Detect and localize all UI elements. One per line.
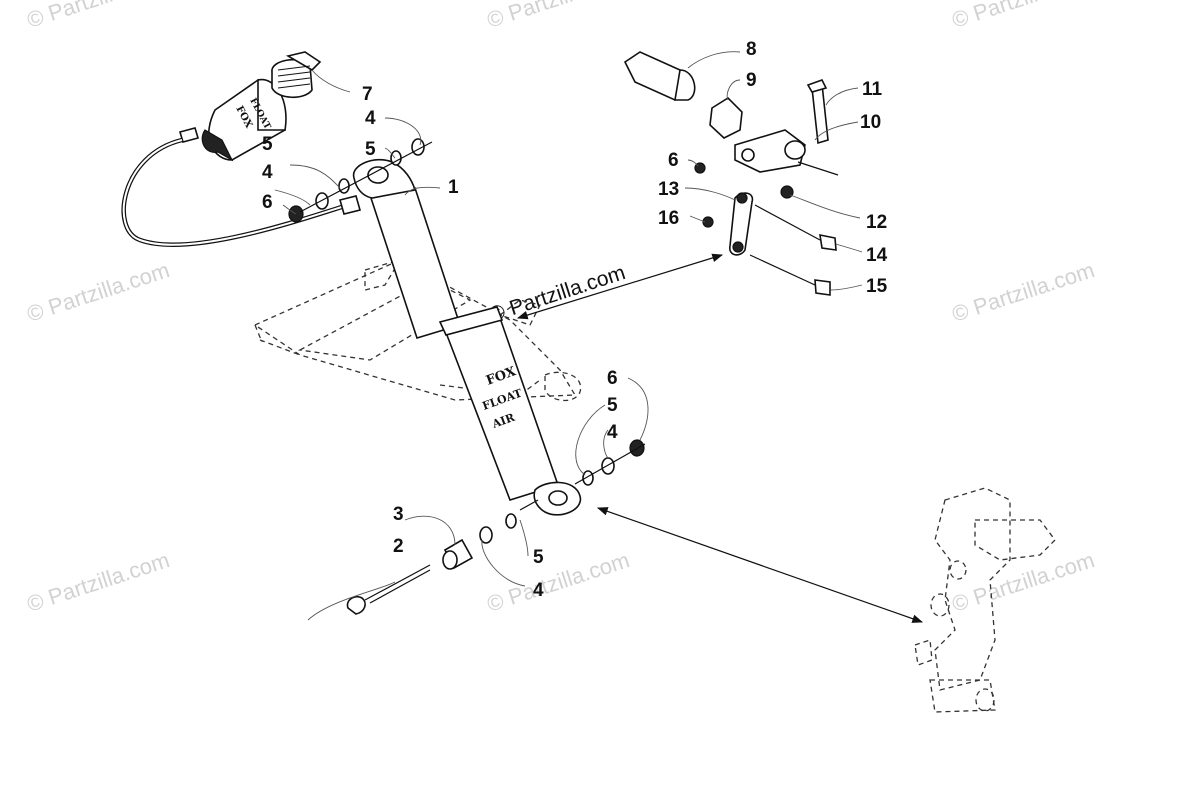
callout-6b: 6 <box>668 150 679 171</box>
callout-8: 8 <box>746 39 757 60</box>
callout-4c: 4 <box>607 422 618 443</box>
lower-mount-hardware <box>346 439 646 615</box>
callout-5d: 5 <box>533 547 544 568</box>
callout-16: 16 <box>658 208 679 229</box>
watermark: © Partzilla.com <box>949 0 1098 33</box>
callout-6c: 6 <box>607 368 618 389</box>
watermark: © Partzilla.com <box>24 0 173 33</box>
callout-13: 13 <box>658 179 679 200</box>
callout-7: 7 <box>362 84 373 105</box>
callout-12: 12 <box>866 212 887 233</box>
callout-1: 1 <box>448 177 459 198</box>
watermark: © Partzilla.com <box>24 547 173 617</box>
reference-arrows <box>516 253 924 623</box>
callout-2: 2 <box>393 536 404 557</box>
watermark: © Partzilla.com <box>484 547 633 617</box>
watermark: © Partzilla.com <box>24 257 173 327</box>
callout-5b: 5 <box>262 134 273 155</box>
watermark: © Partzilla.com <box>484 0 633 33</box>
watermark: © Partzilla.com <box>949 257 1098 327</box>
callout-6a: 6 <box>262 192 273 213</box>
arrow-linkage-to-arm <box>516 253 724 320</box>
arrow-shock-to-spindle <box>596 507 924 623</box>
callout-3: 3 <box>393 504 404 525</box>
callout-14: 14 <box>866 245 888 266</box>
callout-5a: 5 <box>365 139 376 160</box>
callout-9: 9 <box>746 70 757 91</box>
callout-11: 11 <box>862 79 883 100</box>
callout-4b: 4 <box>262 162 273 183</box>
callout-5c: 5 <box>607 395 618 416</box>
callout-4d: 4 <box>533 580 544 601</box>
spindle-outline <box>914 487 1056 713</box>
callout-15: 15 <box>866 276 888 297</box>
callout-leaders <box>274 51 863 621</box>
shock-absorber: FOX FLOAT AIR <box>352 158 582 516</box>
callout-10: 10 <box>860 112 881 133</box>
linkage-assembly <box>623 51 839 296</box>
callout-4a: 4 <box>365 108 376 129</box>
watermarks: © Partzilla.com © Partzilla.com © Partzi… <box>24 0 1098 617</box>
remote-reservoir: FOX FLOAT <box>121 51 361 247</box>
